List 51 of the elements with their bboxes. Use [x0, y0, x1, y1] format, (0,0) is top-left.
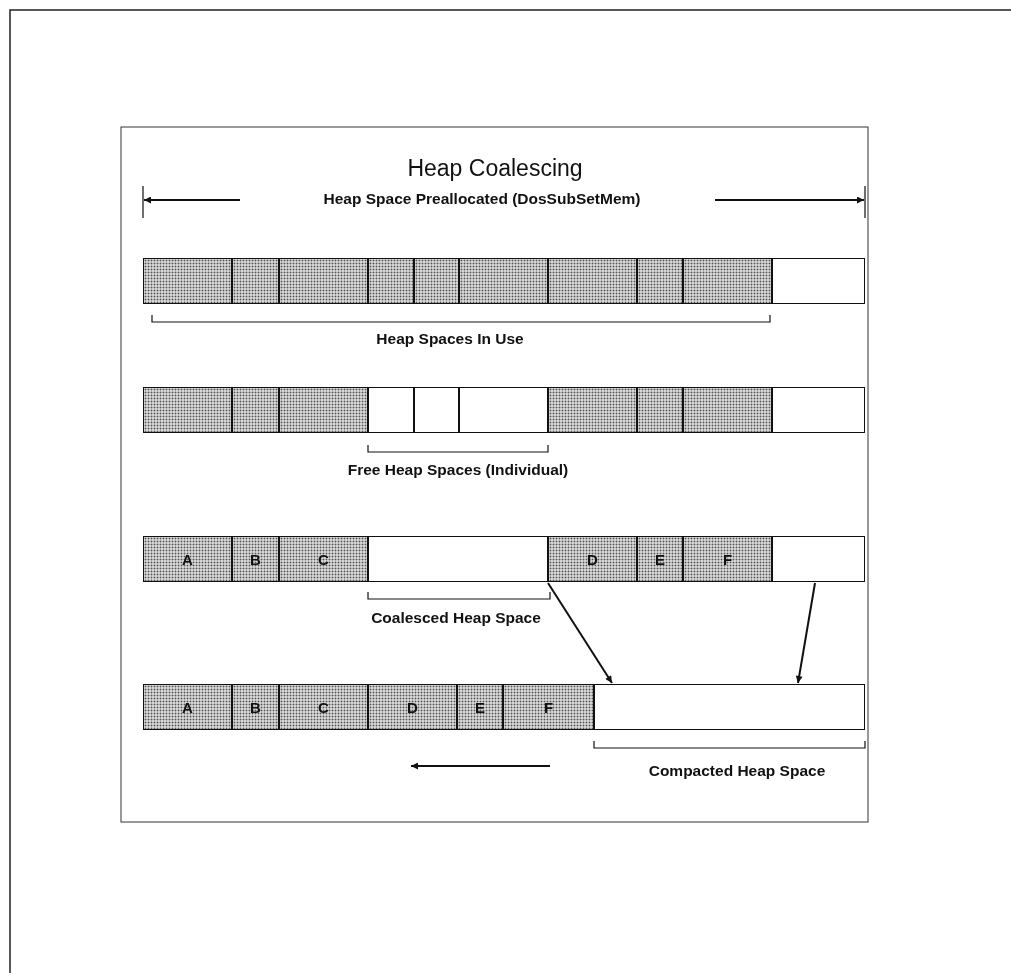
block-label: A	[182, 698, 193, 716]
memory-block	[594, 684, 865, 730]
memory-block	[368, 536, 548, 582]
block-label: D	[587, 550, 598, 568]
block-label: F	[543, 698, 554, 716]
memory-block	[548, 258, 637, 304]
memory-block	[414, 258, 459, 304]
block-label: C	[318, 550, 329, 568]
block-label: D	[407, 698, 418, 716]
memory-block	[143, 536, 232, 582]
memory-block	[459, 258, 548, 304]
memory-block	[232, 258, 279, 304]
memory-block	[772, 536, 865, 582]
memory-block	[232, 536, 279, 582]
memory-block	[457, 684, 503, 730]
memory-block	[683, 258, 772, 304]
memory-block	[772, 258, 865, 304]
memory-block	[414, 387, 459, 433]
memory-block	[279, 258, 368, 304]
memory-block	[143, 684, 232, 730]
memory-block	[772, 387, 865, 433]
memory-block	[503, 684, 594, 730]
memory-block	[232, 387, 279, 433]
block-label: E	[475, 698, 485, 716]
memory-block	[548, 536, 637, 582]
block-label: B	[250, 698, 261, 716]
annotation-label: Coalesced Heap Space	[368, 609, 544, 627]
block-label: E	[655, 550, 665, 568]
memory-block	[683, 387, 772, 433]
memory-block	[637, 258, 683, 304]
arrow	[547, 582, 613, 684]
memory-block	[683, 536, 772, 582]
memory-block	[368, 684, 457, 730]
memory-block	[143, 387, 232, 433]
block-label: F	[722, 550, 733, 568]
memory-block	[637, 387, 683, 433]
diagram-title: Heap Coalescing	[407, 155, 583, 182]
block-label: B	[250, 550, 261, 568]
memory-block	[637, 536, 683, 582]
memory-block	[368, 258, 414, 304]
memory-block	[548, 387, 637, 433]
block-label: C	[318, 698, 329, 716]
block-label: A	[182, 550, 193, 568]
memory-block	[368, 387, 414, 433]
memory-block	[279, 387, 368, 433]
memory-block	[143, 258, 232, 304]
memory-block	[459, 387, 548, 433]
arrow	[795, 582, 816, 684]
memory-block	[232, 684, 279, 730]
memory-block	[279, 536, 368, 582]
memory-block	[279, 684, 368, 730]
